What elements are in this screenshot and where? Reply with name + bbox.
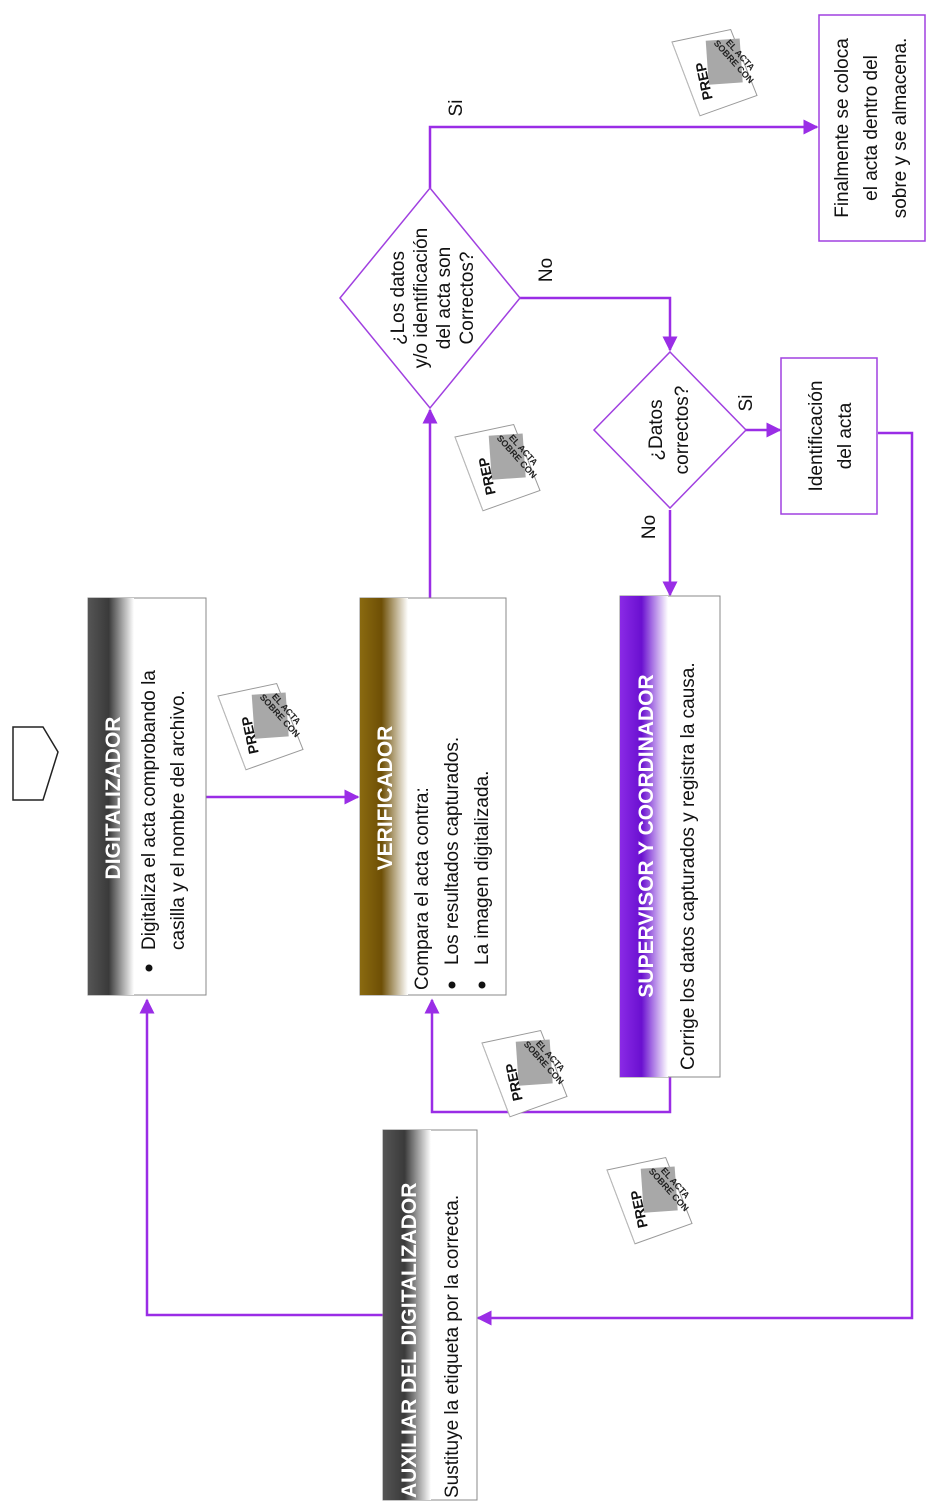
arrow-decision1-no-to-decision2 (520, 296, 678, 352)
supervisor-box: SUPERVISOR Y COORDINADOR Corrige los dat… (619, 595, 721, 1078)
digitalizador-title: DIGITALIZADOR (102, 717, 125, 880)
svg-text:Finalmente se coloca: Finalmente se coloca (832, 38, 853, 218)
digitalizador-line2: casilla y el nombre del archivo. (168, 690, 189, 950)
offpage-connector-shape (12, 726, 59, 801)
svg-text:PREP: PREP (238, 715, 262, 756)
envelope-icon: PREP SOBRE CON EL ACTA (217, 680, 306, 773)
supervisor-title: SUPERVISOR Y COORDINADOR (635, 674, 658, 997)
auxiliar-title: AUXILIAR DEL DIGITALIZADOR (398, 1183, 421, 1498)
svg-text:Identificación: Identificación (806, 381, 827, 492)
verificador-line3: La imagen digitalizada. (472, 771, 493, 965)
verificador-title: VERIFICADOR (374, 726, 397, 871)
identificacion-box: Identificación del acta (780, 357, 878, 515)
arrow-auxiliar-to-digitalizador (139, 998, 383, 1317)
auxiliar-line1: Sustituye la etiqueta por la correcta. (442, 1195, 463, 1498)
svg-text:¿Datos: ¿Datos (646, 399, 667, 460)
label-si-mid: Si (736, 395, 757, 412)
label-no-top: No (536, 258, 557, 282)
digitalizador-box: DIGITALIZADOR Digitaliza el acta comprob… (87, 597, 207, 996)
svg-text:del acta son: del acta son (434, 247, 455, 349)
final-box: Finalmente se coloca el acta dentro del … (818, 14, 926, 242)
svg-text:PREP: PREP (692, 61, 716, 102)
decision-datos-correctos: ¿Datos correctos? (592, 350, 748, 510)
auxiliar-box: AUXILIAR DEL DIGITALIZADOR Sustituye la … (382, 1129, 478, 1501)
envelope-icon: PREP SOBRE CON EL ACTA (454, 421, 543, 514)
verificador-line1: Compara el acta contra: (412, 787, 433, 990)
label-no-mid: No (639, 515, 660, 539)
label-si-top: Si (446, 100, 467, 117)
supervisor-line1: Corrige los datos capturados y registra … (678, 662, 699, 1070)
bullet-icon (145, 964, 153, 972)
envelope-icon: PREP SOBRE CON EL ACTA (606, 1154, 695, 1247)
svg-text:Correctos?: Correctos? (457, 252, 478, 345)
svg-text:PREP: PREP (475, 456, 499, 497)
verificador-box: VERIFICADOR Compara el acta contra: Los … (359, 597, 507, 996)
bullet-icon (448, 981, 456, 989)
svg-text:y/o identificación: y/o identificación (411, 228, 432, 368)
arrow-decision1-si-to-final (428, 119, 819, 188)
bullet-icon (478, 981, 486, 989)
svg-text:correctos?: correctos? (672, 386, 693, 475)
verificador-line2: Los resultados capturados. (442, 737, 463, 965)
digitalizador-line1: Digitaliza el acta comprobando la (139, 670, 160, 950)
svg-text:¿Los datos: ¿Los datos (388, 251, 409, 345)
svg-text:sobre y se almacena.: sobre y se almacena. (890, 38, 911, 219)
svg-text:el acta dentro del: el acta dentro del (861, 55, 882, 201)
envelope-icon: PREP SOBRE CON EL ACTA (671, 26, 760, 119)
envelope-icon: PREP SOBRE CON EL ACTA (481, 1027, 570, 1120)
arrow-supervisor-to-verificador (424, 998, 672, 1114)
svg-text:PREP: PREP (502, 1062, 526, 1103)
arrow-identificacion-to-auxiliar (476, 431, 914, 1326)
svg-text:PREP: PREP (627, 1189, 651, 1230)
connectors (139, 119, 914, 1326)
decision-datos-identificacion: ¿Los datos y/o identificación del acta s… (339, 186, 521, 410)
svg-text:del acta: del acta (835, 402, 856, 469)
